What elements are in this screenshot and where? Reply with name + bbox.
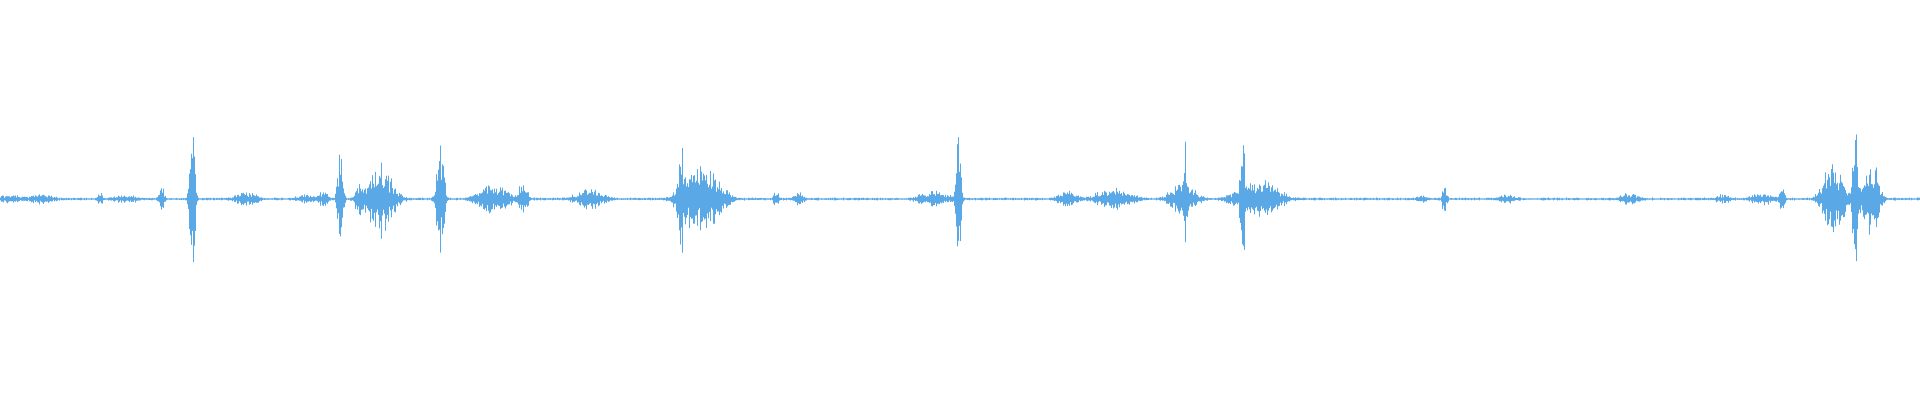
- waveform-path: [0, 134, 1920, 263]
